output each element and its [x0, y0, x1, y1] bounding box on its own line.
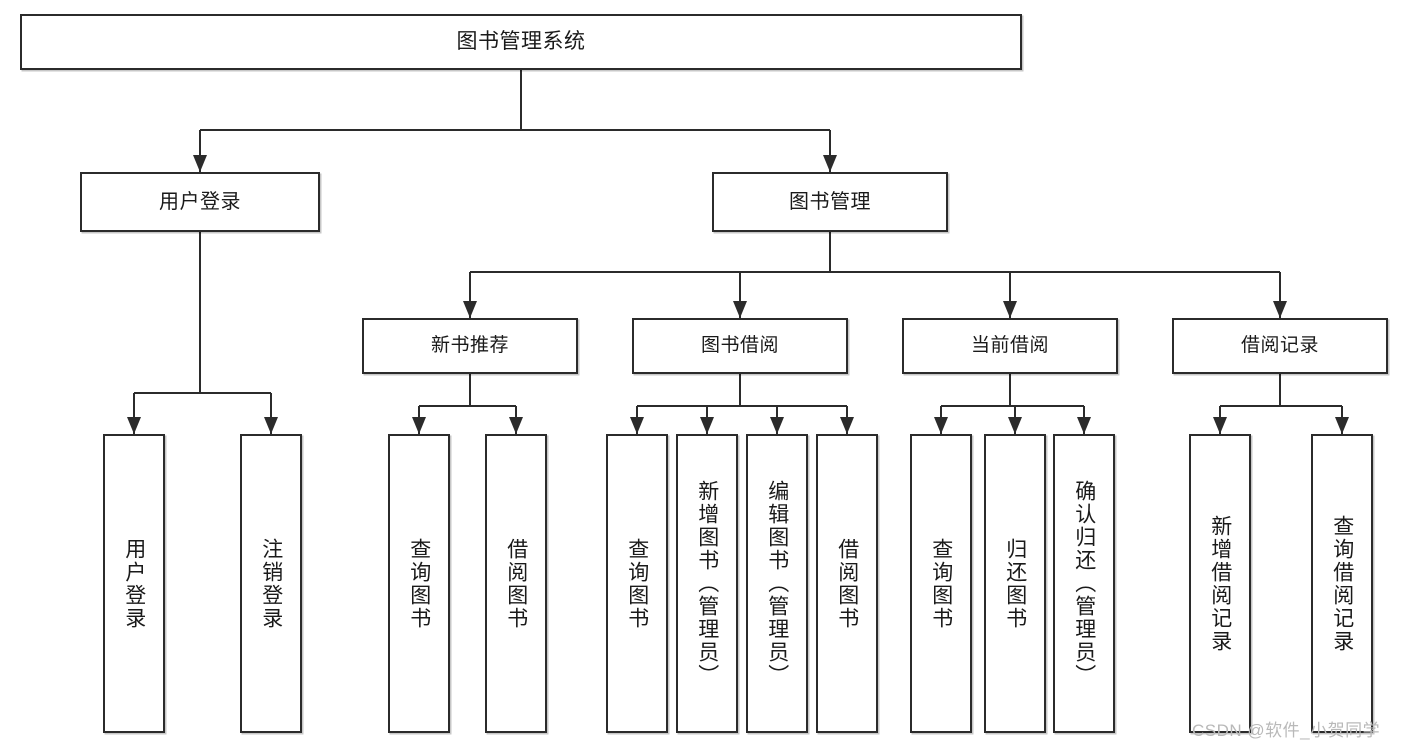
node-leaf-user-logout[interactable]: 注销登录 — [240, 434, 302, 733]
node-label: 当前借阅 — [970, 335, 1049, 357]
node-label: 借阅记录 — [1240, 335, 1319, 357]
arrowhead-icon — [462, 301, 477, 318]
node-label: 用户登录 — [159, 190, 241, 213]
arrowhead-icon — [1334, 417, 1349, 434]
node-label: 查询借阅记录 — [1330, 514, 1354, 653]
node-leaf-return-book[interactable]: 归还图书 — [984, 434, 1046, 733]
arrowhead-icon — [839, 417, 854, 434]
node-borrow-record[interactable]: 借阅记录 — [1172, 318, 1388, 374]
node-label: 用户登录 — [122, 537, 146, 630]
node-leaf-add-record[interactable]: 新增借阅记录 — [1189, 434, 1251, 733]
node-leaf-borrow-book-2[interactable]: 借阅图书 — [816, 434, 878, 733]
arrowhead-icon — [699, 417, 714, 434]
arrowhead-icon — [1272, 301, 1287, 318]
connector-stem — [198, 232, 202, 393]
connector-drop — [198, 130, 202, 172]
connector-drop — [269, 393, 273, 434]
arrowhead-icon — [822, 155, 837, 172]
arrowhead-icon — [732, 301, 747, 318]
connector-drop — [468, 272, 472, 318]
connector-stem — [738, 374, 742, 406]
arrowhead-icon — [933, 417, 948, 434]
node-leaf-confirm-return[interactable]: 确认归还（管理员） — [1053, 434, 1115, 733]
arrowhead-icon — [192, 155, 207, 172]
arrowhead-icon — [1007, 417, 1022, 434]
node-leaf-query-book-1[interactable]: 查询图书 — [388, 434, 450, 733]
connector-drop — [738, 272, 742, 318]
node-leaf-user-login[interactable]: 用户登录 — [103, 434, 165, 733]
connector-bus — [637, 404, 847, 408]
node-leaf-query-book-2[interactable]: 查询图书 — [606, 434, 668, 733]
node-label: 查询图书 — [929, 537, 953, 630]
connector-stem — [1278, 374, 1282, 406]
arrowhead-icon — [769, 417, 784, 434]
node-label: 注销登录 — [259, 537, 283, 630]
connector-stem — [828, 232, 832, 272]
connector-bus — [1220, 404, 1342, 408]
node-root[interactable]: 图书管理系统 — [20, 14, 1022, 70]
connector-drop — [828, 130, 832, 172]
connector-drop — [1278, 272, 1282, 318]
node-label: 新增图书（管理员） — [695, 480, 719, 687]
node-new-book-rec[interactable]: 新书推荐 — [362, 318, 578, 374]
node-label: 编辑图书（管理员） — [765, 480, 789, 687]
connector-bus — [419, 404, 516, 408]
node-label: 归还图书 — [1003, 537, 1027, 630]
node-label: 查询图书 — [625, 537, 649, 630]
connector-stem — [468, 374, 472, 406]
connector-drop — [1008, 272, 1012, 318]
node-leaf-query-record[interactable]: 查询借阅记录 — [1311, 434, 1373, 733]
node-leaf-borrow-book-1[interactable]: 借阅图书 — [485, 434, 547, 733]
node-label: 借阅图书 — [835, 537, 859, 630]
connector-stem — [1008, 374, 1012, 406]
node-label: 借阅图书 — [504, 537, 528, 630]
node-label: 图书借阅 — [700, 335, 779, 357]
node-leaf-edit-book[interactable]: 编辑图书（管理员） — [746, 434, 808, 733]
arrowhead-icon — [629, 417, 644, 434]
node-label: 新增借阅记录 — [1208, 514, 1232, 653]
connector-bus — [200, 128, 830, 132]
connector-bus — [941, 404, 1084, 408]
node-label: 确认归还（管理员） — [1072, 480, 1096, 687]
connector-bus — [134, 391, 271, 395]
arrowhead-icon — [263, 417, 278, 434]
connector-drop — [132, 393, 136, 434]
arrowhead-icon — [411, 417, 426, 434]
node-book-borrow[interactable]: 图书借阅 — [632, 318, 848, 374]
node-current-borrow[interactable]: 当前借阅 — [902, 318, 1118, 374]
node-label: 查询图书 — [407, 537, 431, 630]
connector-bus — [470, 270, 1280, 274]
node-book-manage[interactable]: 图书管理 — [712, 172, 948, 232]
arrowhead-icon — [1076, 417, 1091, 434]
connector-stem — [519, 70, 523, 130]
node-label: 新书推荐 — [430, 335, 509, 357]
node-leaf-add-book[interactable]: 新增图书（管理员） — [676, 434, 738, 733]
arrowhead-icon — [508, 417, 523, 434]
arrowhead-icon — [1212, 417, 1227, 434]
watermark-label: CSDN @软件_小贺同学 — [1192, 721, 1381, 740]
node-leaf-query-book-3[interactable]: 查询图书 — [910, 434, 972, 733]
arrowhead-icon — [126, 417, 141, 434]
node-label: 图书管理系统 — [456, 29, 586, 53]
arrowhead-icon — [1002, 301, 1017, 318]
node-label: 图书管理 — [789, 190, 871, 213]
node-user-login[interactable]: 用户登录 — [80, 172, 320, 232]
